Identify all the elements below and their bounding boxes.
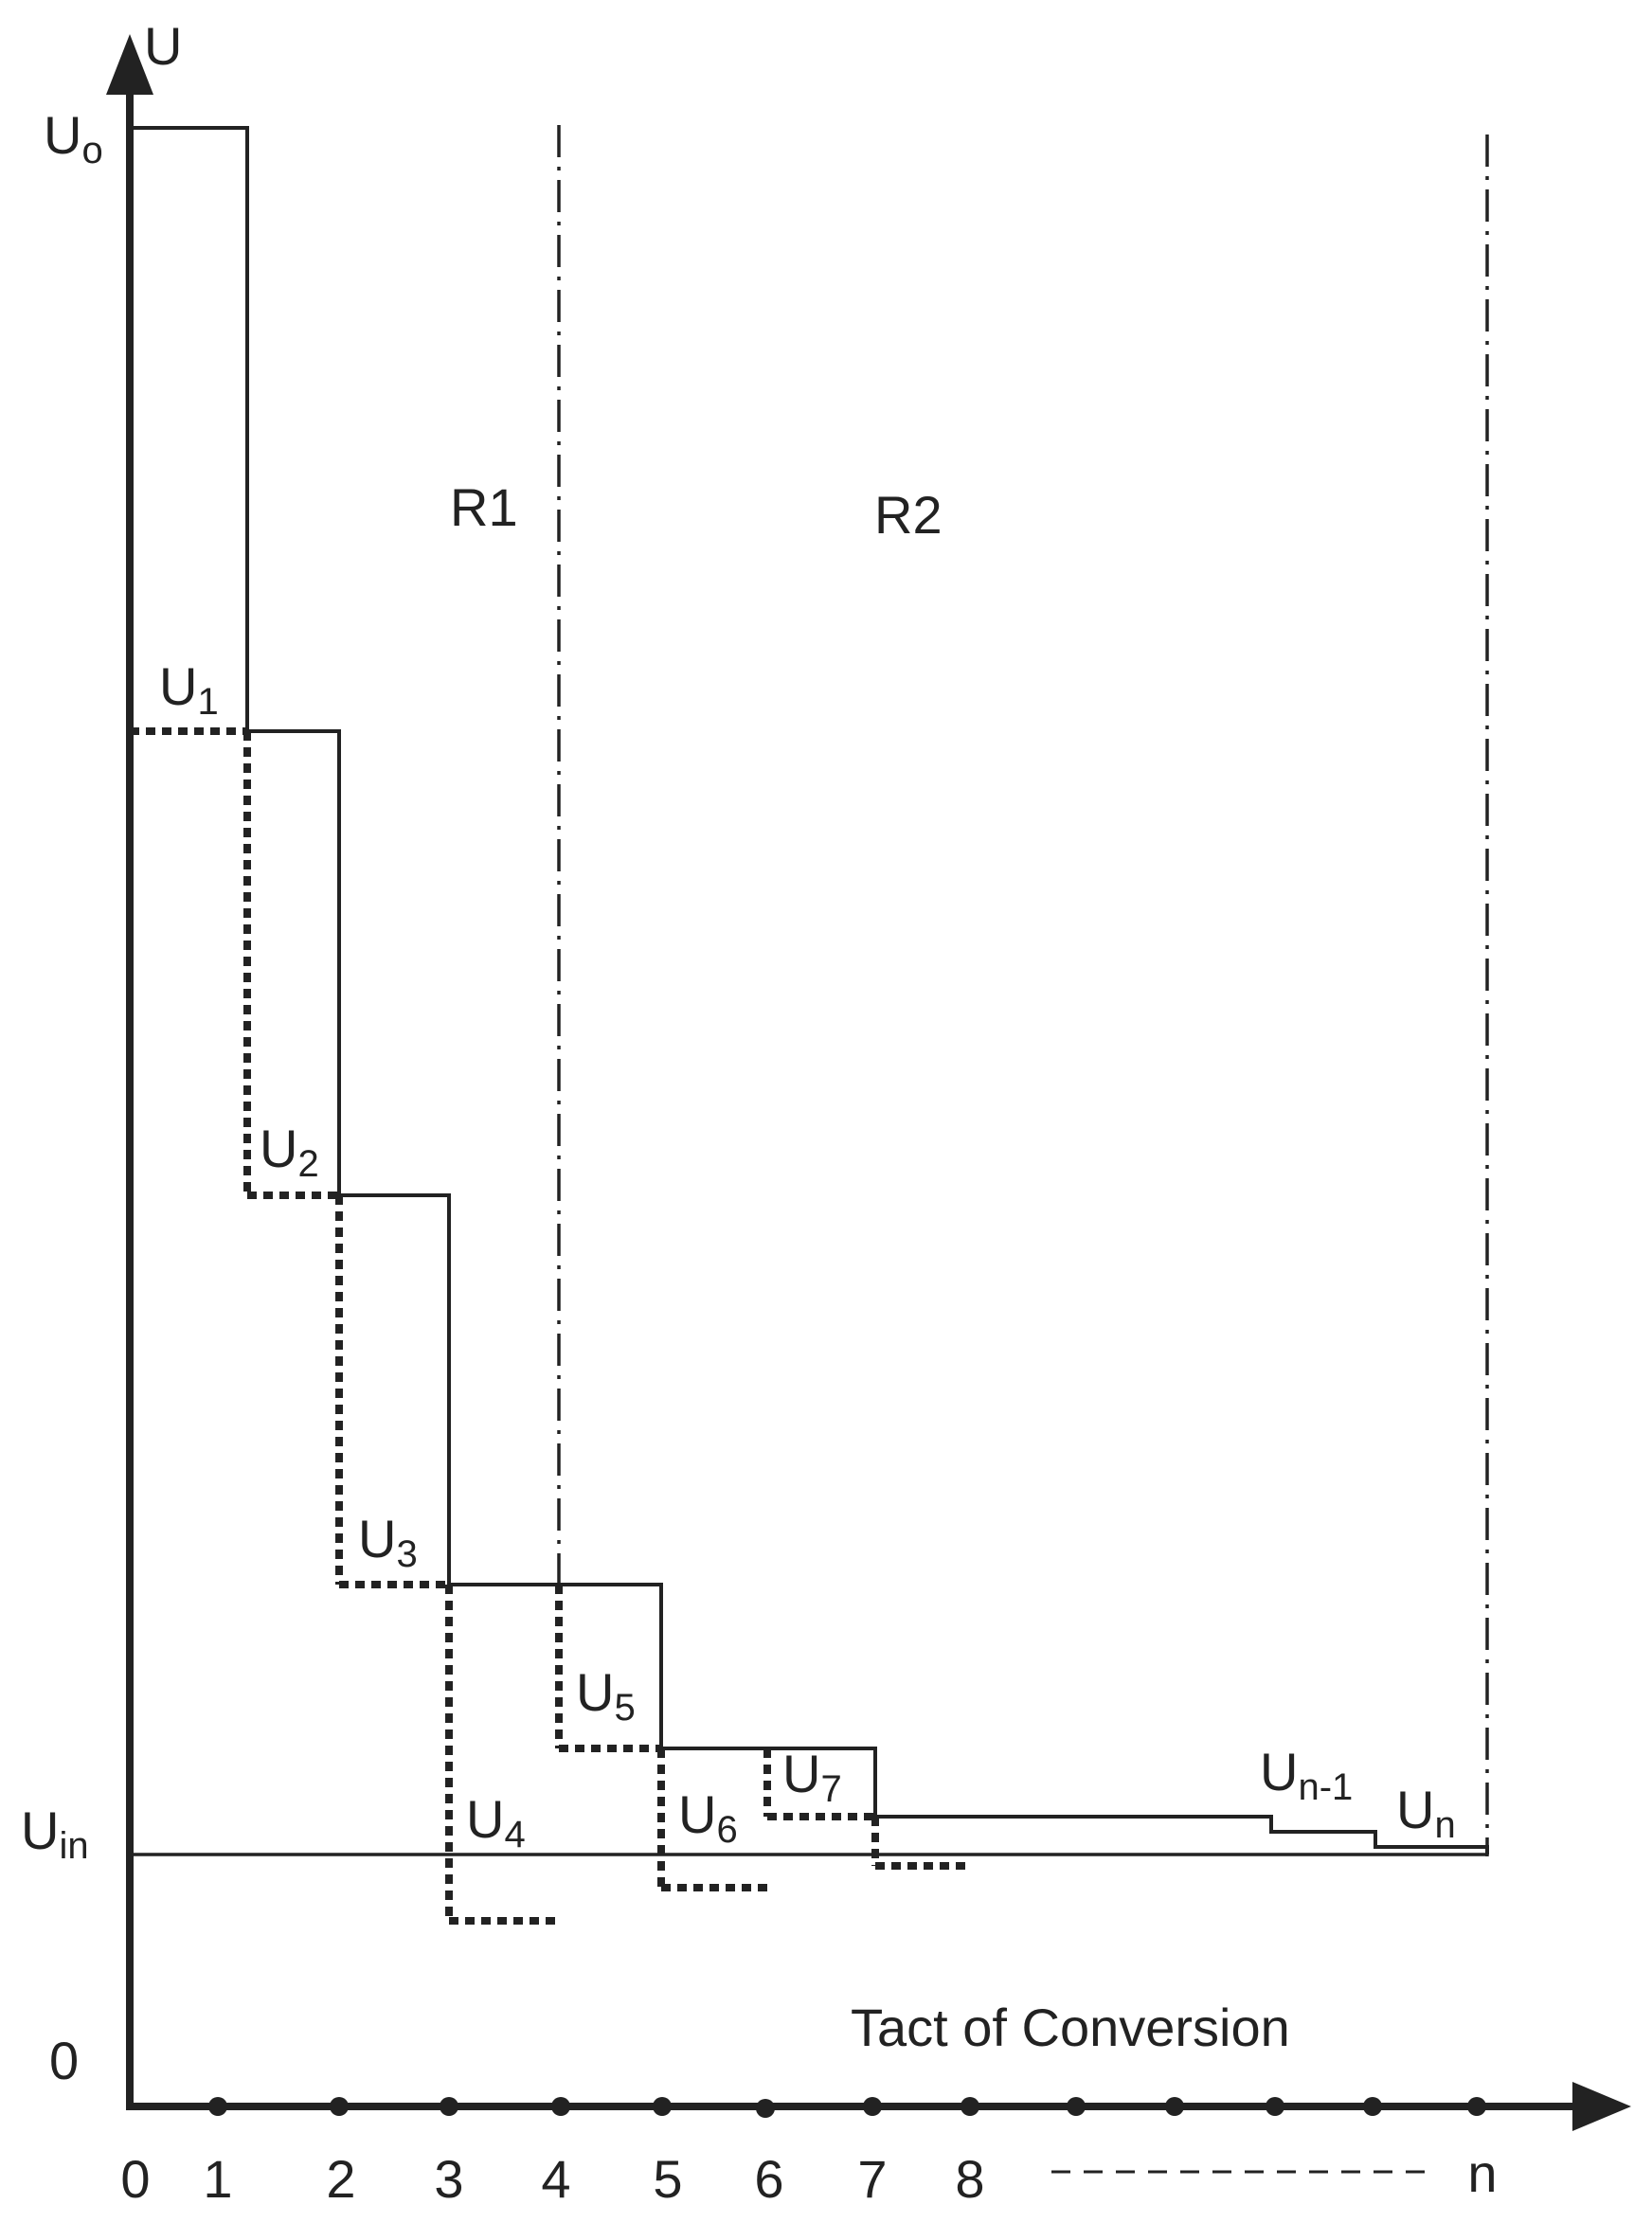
tick-label-2: 2 bbox=[326, 2149, 355, 2209]
tick-dot bbox=[653, 2097, 672, 2116]
label-u3: U3 bbox=[358, 1509, 418, 1575]
tick-label-3: 3 bbox=[434, 2149, 463, 2209]
region-label-r2: R2 bbox=[874, 485, 943, 545]
tick-dot bbox=[208, 2097, 227, 2116]
x-axis-ticks bbox=[208, 2097, 1486, 2118]
label-u0: Uo bbox=[44, 105, 103, 171]
tick-label-0: 0 bbox=[120, 2149, 150, 2209]
label-u4: U4 bbox=[466, 1789, 526, 1855]
tick-label-7: 7 bbox=[857, 2149, 887, 2209]
label-un1: Un-1 bbox=[1260, 1742, 1353, 1808]
label-un: Un bbox=[1396, 1780, 1456, 1846]
tick-label-8: 8 bbox=[955, 2149, 984, 2209]
tick-dot bbox=[330, 2097, 349, 2116]
tick-dot bbox=[756, 2099, 775, 2118]
tick-label-n: n bbox=[1467, 2143, 1497, 2203]
tick-dot bbox=[961, 2097, 979, 2116]
tick-label-1: 1 bbox=[203, 2149, 232, 2209]
tick-dot bbox=[1067, 2097, 1086, 2116]
tick-label-4: 4 bbox=[541, 2149, 570, 2209]
tick-label-6: 6 bbox=[754, 2149, 783, 2209]
tick-dot bbox=[551, 2097, 570, 2116]
x-axis-title: Tact of Conversion bbox=[851, 1998, 1290, 2057]
y-axis-arrowhead bbox=[106, 34, 153, 95]
tick-dot bbox=[1467, 2097, 1486, 2116]
label-u1: U1 bbox=[159, 656, 219, 723]
tick-dot bbox=[1165, 2097, 1184, 2116]
dotted-staircase bbox=[130, 727, 966, 1925]
label-u5: U5 bbox=[576, 1662, 636, 1729]
tick-dot bbox=[440, 2097, 458, 2116]
solid-staircase bbox=[130, 126, 1489, 1855]
origin-label: 0 bbox=[49, 2031, 79, 2090]
label-u7: U7 bbox=[782, 1744, 842, 1810]
tick-dot bbox=[863, 2097, 882, 2116]
label-u6: U6 bbox=[678, 1784, 738, 1851]
label-uin: Uin bbox=[21, 1801, 89, 1867]
tick-dot bbox=[1363, 2097, 1382, 2116]
y-axis-label: U bbox=[144, 16, 182, 76]
label-u2: U2 bbox=[260, 1119, 319, 1185]
region-label-r1: R1 bbox=[450, 477, 518, 537]
tick-label-5: 5 bbox=[653, 2149, 682, 2209]
tick-dot bbox=[1266, 2097, 1284, 2116]
x-axis-arrowhead bbox=[1572, 2082, 1631, 2131]
